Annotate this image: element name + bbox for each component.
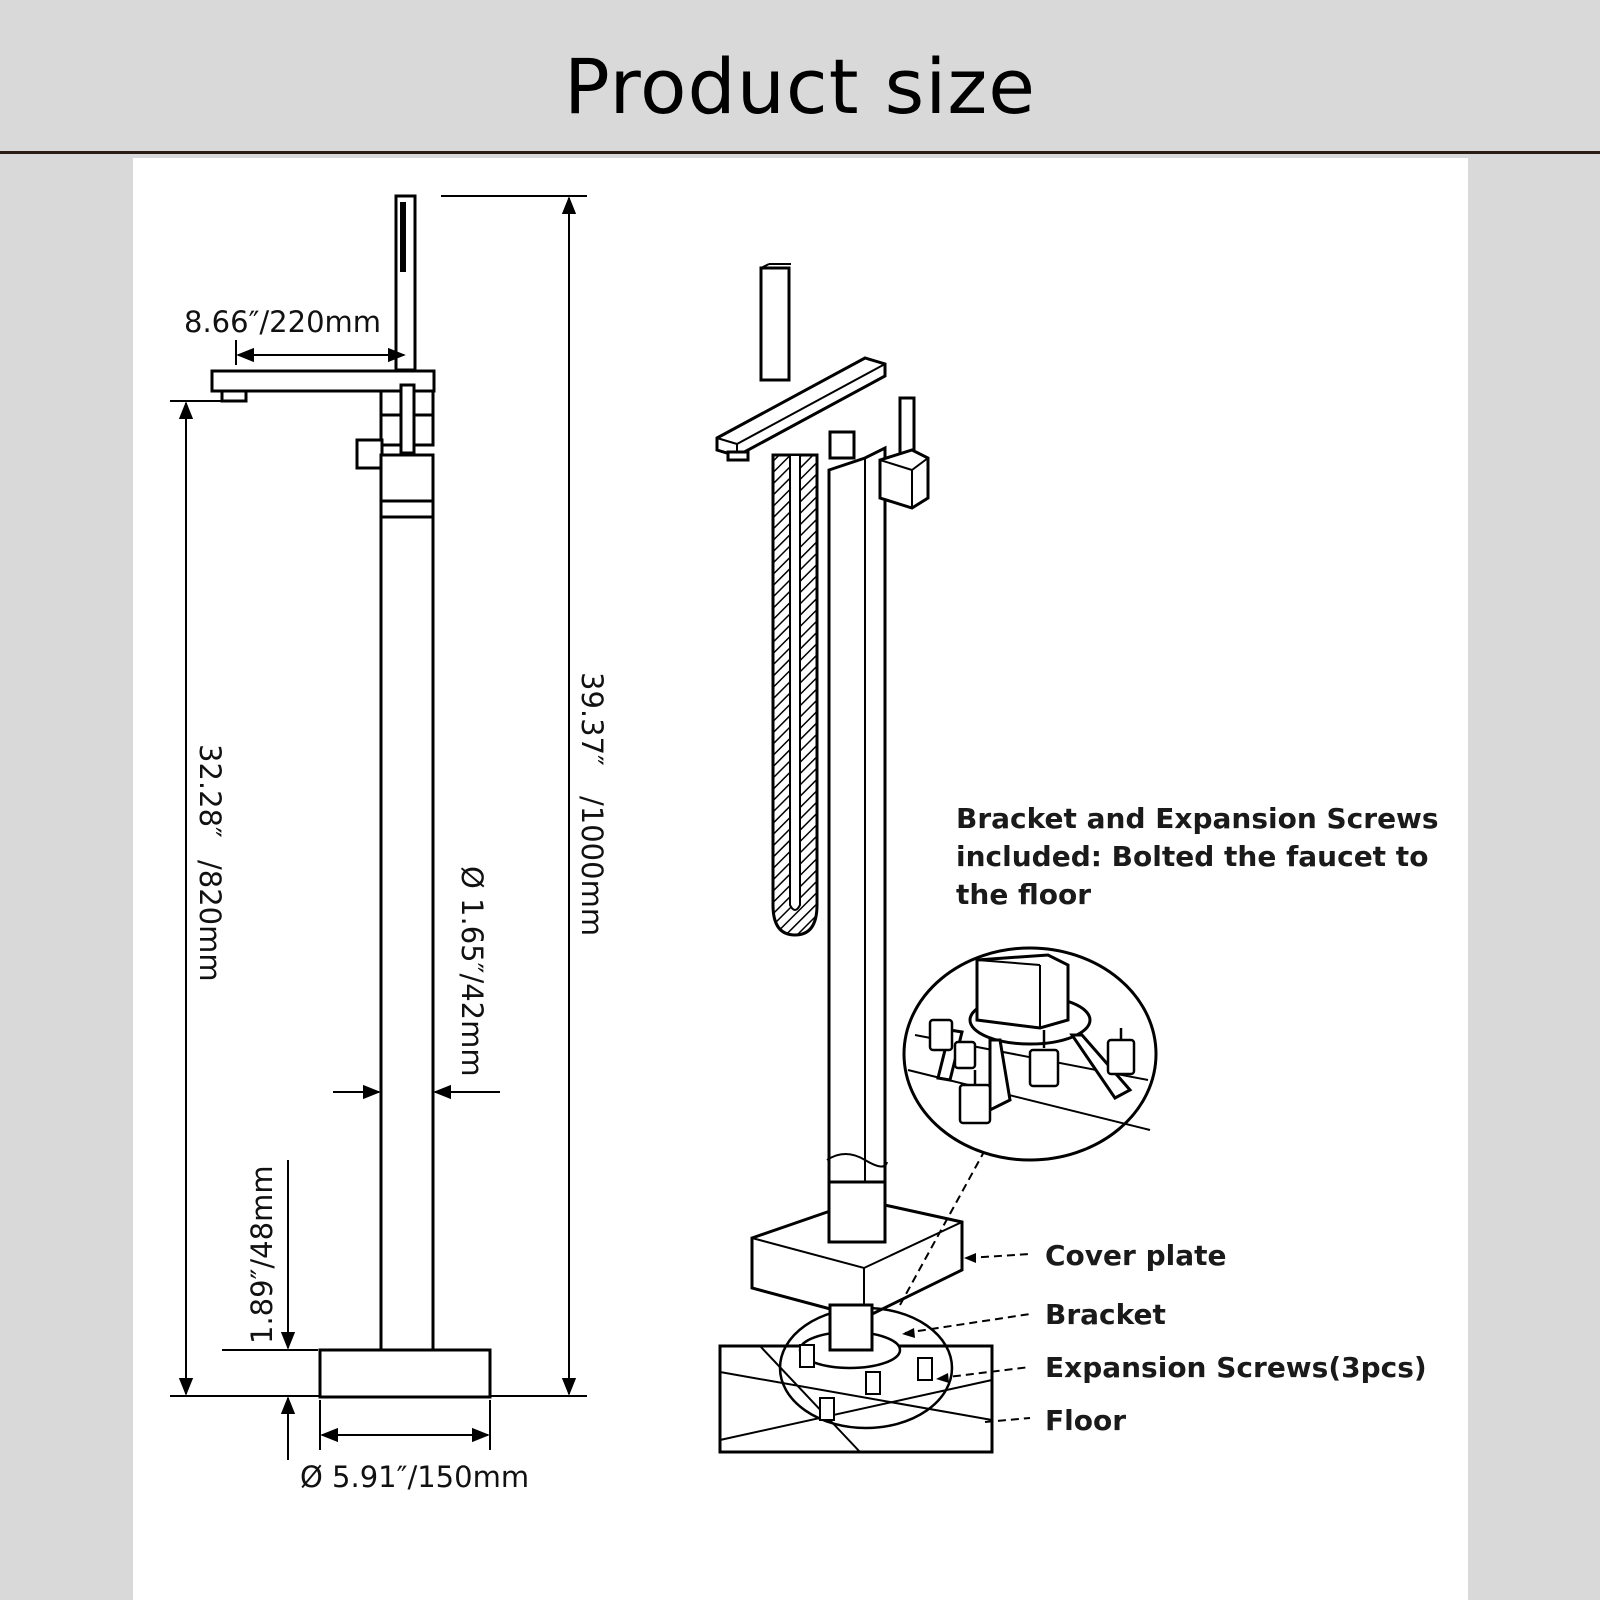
valve-lower: [379, 453, 435, 503]
label-expansion-screws: Expansion Screws(3pcs): [1045, 1351, 1427, 1384]
handshower-slot: [400, 202, 406, 272]
valve-collar: [379, 499, 435, 519]
label-cover-plate: Cover plate: [1045, 1239, 1227, 1272]
handle-lever: [399, 383, 416, 455]
side-view-faucet: [210, 194, 492, 1399]
iso-column: [827, 445, 887, 1242]
spout-outlet: [220, 389, 248, 403]
side-dimension-lines: [170, 195, 587, 1460]
base: [318, 1348, 492, 1399]
iso-detail-contents: [907, 953, 1151, 1131]
spout-height-mm-label: /820mm: [193, 860, 227, 982]
pipe-diameter-label: Ø 1.65″/42mm: [455, 866, 489, 1077]
callout-line-3: the floor: [956, 878, 1091, 911]
spout-arm: [210, 369, 436, 393]
total-height-mm-label: /1000mm: [575, 796, 609, 936]
iso-spout-outlet: [726, 450, 750, 462]
label-bracket: Bracket: [1045, 1298, 1166, 1331]
pipe: [379, 515, 435, 1352]
iso-column-break: [826, 1153, 888, 1168]
spout-reach-label: 8.66″/220mm: [184, 305, 381, 339]
side-knob: [355, 438, 384, 470]
callout-line-2: included: Bolted the faucet to: [956, 840, 1428, 873]
base-diameter-label: Ø 5.91″/150mm: [300, 1460, 529, 1494]
iso-shower-holder: [759, 266, 791, 382]
callout-line-1: Bracket and Expansion Screws: [956, 802, 1439, 835]
page-title: Product size: [563, 42, 1037, 131]
total-height-inch-label: 39.37″: [575, 672, 609, 766]
header-bar: Product size: [0, 0, 1600, 154]
iso-knob: [828, 430, 856, 460]
isometric-faucet: [715, 263, 1158, 1454]
iso-valve-block: [878, 448, 930, 510]
base-height-label: 1.89″/48mm: [245, 1165, 279, 1344]
spout-height-inch-label: 32.28″: [193, 744, 227, 838]
label-floor: Floor: [1045, 1404, 1126, 1437]
iso-column-bottom: [827, 1180, 887, 1244]
